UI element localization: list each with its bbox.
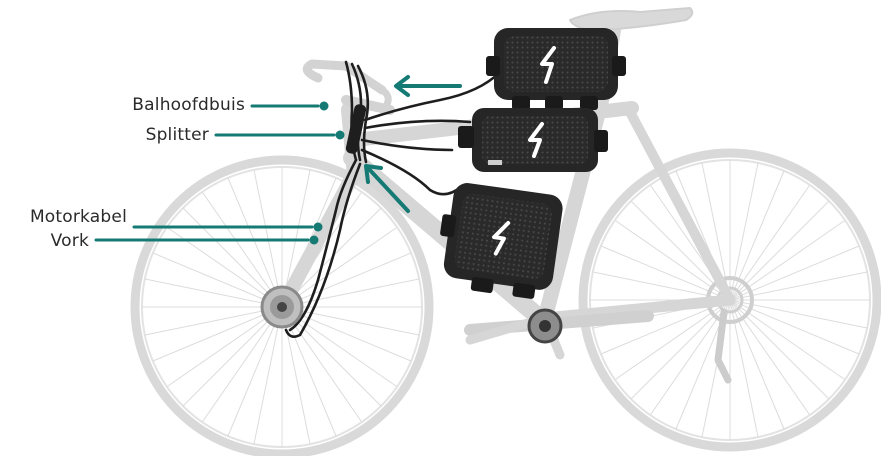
battery-connector bbox=[545, 96, 563, 110]
saddle bbox=[570, 8, 692, 30]
hub-motor bbox=[262, 287, 302, 327]
leader-dot-icon bbox=[336, 131, 345, 140]
battery-pack-bottom bbox=[433, 180, 565, 301]
battery-connector bbox=[512, 96, 530, 110]
label-vork: Vork bbox=[51, 231, 89, 251]
chainring bbox=[529, 310, 561, 342]
label-motorkabel: Motorkabel bbox=[30, 207, 127, 227]
label-balhoofdbuis: Balhoofdbuis bbox=[132, 95, 245, 115]
battery-pack-top bbox=[486, 28, 626, 100]
label-splitter: Splitter bbox=[146, 125, 209, 145]
arrow-icon bbox=[396, 77, 460, 95]
battery-pack-middle bbox=[458, 108, 608, 172]
battery-connector bbox=[580, 96, 598, 110]
leader-dot-icon bbox=[310, 236, 319, 245]
leader-dot-icon bbox=[320, 102, 329, 111]
leader-dot-icon bbox=[314, 223, 323, 232]
